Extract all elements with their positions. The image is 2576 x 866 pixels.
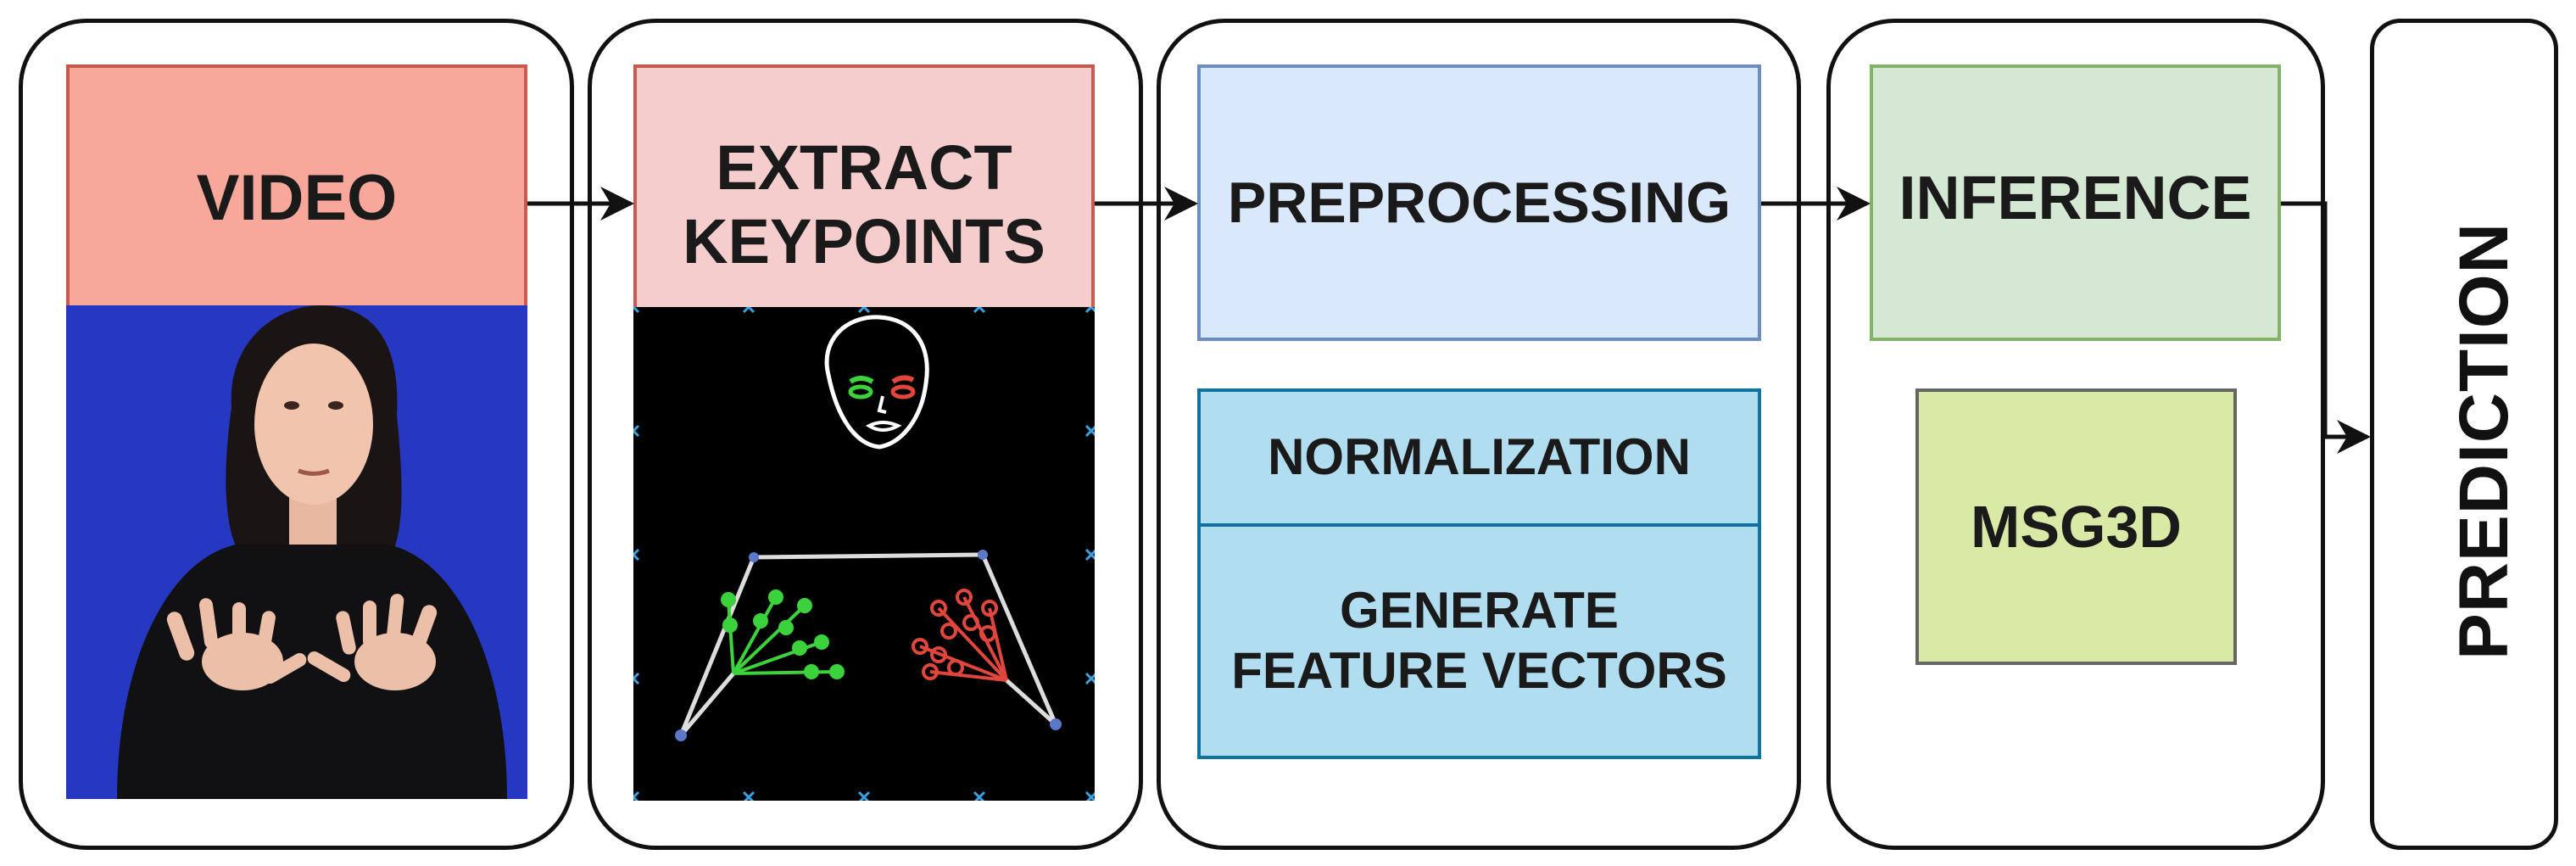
extract-keypoints-label: EXTRACT KEYPOINTS [683, 132, 1045, 277]
keypoints-image [633, 307, 1095, 801]
skeleton-illustration [633, 307, 1095, 801]
preprocessing-label: PREPROCESSING [1227, 170, 1731, 235]
generate-feature-vectors-box: GENERATE FEATURE VECTORS [1197, 523, 1761, 759]
extract-keypoints-box: EXTRACT KEYPOINTS [633, 64, 1095, 340]
normalization-label: NORMALIZATION [1268, 428, 1691, 486]
video-label: VIDEO [196, 161, 398, 234]
signer-video-image [66, 305, 527, 799]
inference-box: INFERENCE [1870, 64, 2281, 341]
face-outline [824, 315, 929, 450]
frame-markers [633, 307, 1095, 801]
left-hand-keypoints [721, 589, 845, 679]
prediction-panel [2370, 19, 2558, 850]
msg3d-box: MSG3D [1915, 388, 2237, 665]
right-hand-keypoints [912, 589, 1008, 682]
inference-label: INFERENCE [1899, 164, 2252, 232]
preprocessing-box: PREPROCESSING [1197, 64, 1761, 341]
msg3d-label: MSG3D [1971, 493, 2182, 560]
video-box: VIDEO [66, 64, 527, 340]
signer-illustration [117, 305, 507, 799]
body-skeleton [678, 552, 1058, 737]
generate-feature-vectors-label: GENERATE FEATURE VECTORS [1231, 582, 1727, 699]
normalization-box: NORMALIZATION [1197, 388, 1761, 527]
arrow-inference-to-prediction [2281, 201, 2371, 454]
